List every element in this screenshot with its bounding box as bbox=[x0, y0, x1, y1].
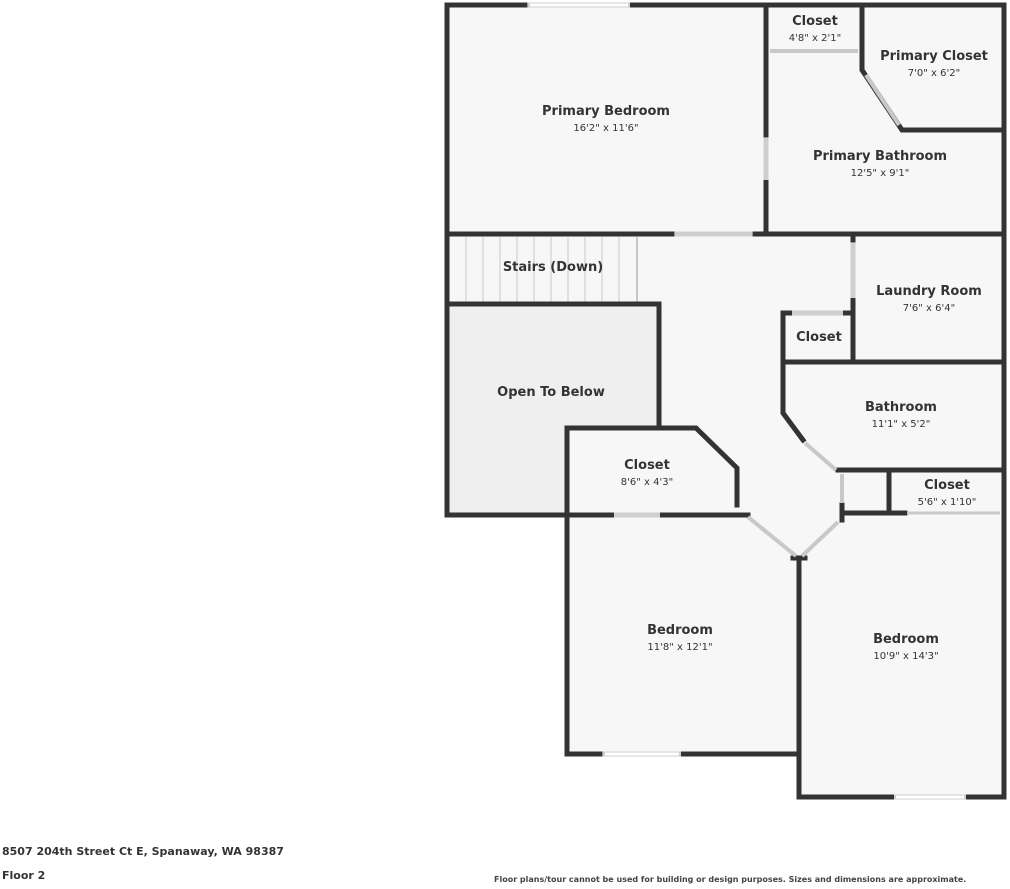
stairs-treads bbox=[465, 237, 638, 302]
room-fills bbox=[447, 6, 1004, 797]
disclaimer-text: Floor plans/tour cannot be used for buil… bbox=[494, 875, 967, 884]
bedroom-left-area bbox=[567, 428, 799, 754]
door-bedroom-right bbox=[800, 520, 840, 558]
primary-bedroom-area bbox=[447, 6, 766, 234]
room-label-closet-right: Closet bbox=[924, 478, 970, 493]
room-dim-primary-bathroom: 12'5" x 9'1" bbox=[851, 168, 910, 179]
room-label-stairs: Stairs (Down) bbox=[503, 260, 603, 275]
room-dim-primary-bedroom: 16'2" x 11'6" bbox=[573, 123, 638, 134]
room-label-closet-middle: Closet bbox=[624, 458, 670, 473]
property-address: 8507 204th Street Ct E, Spanaway, WA 983… bbox=[2, 845, 284, 858]
room-dim-bathroom: 11'1" x 5'2" bbox=[872, 419, 931, 430]
room-dim-closet-right: 5'6" x 1'10" bbox=[918, 497, 977, 508]
room-dim-closet-top: 4'8" x 2'1" bbox=[789, 33, 841, 44]
walls bbox=[444, 2, 1007, 800]
room-label-laundry-room: Laundry Room bbox=[876, 284, 982, 299]
room-label-bedroom-left: Bedroom bbox=[647, 623, 713, 638]
floor-label: Floor 2 bbox=[2, 869, 46, 882]
room-label-primary-bedroom: Primary Bedroom bbox=[542, 104, 670, 119]
room-label-bathroom: Bathroom bbox=[865, 400, 937, 415]
room-labels: Primary Bedroom 16'2" x 11'6" Closet 4'8… bbox=[497, 14, 988, 662]
door-bedroom-left bbox=[746, 515, 798, 558]
room-label-primary-closet: Primary Closet bbox=[880, 49, 988, 64]
room-dim-closet-middle: 8'6" x 4'3" bbox=[621, 477, 673, 488]
room-dim-bedroom-left: 11'8" x 12'1" bbox=[647, 642, 712, 653]
room-label-primary-bathroom: Primary Bathroom bbox=[813, 149, 947, 164]
door-primary-closet bbox=[864, 73, 901, 127]
room-label-closet-small: Closet bbox=[796, 330, 842, 345]
room-dim-bedroom-right: 10'9" x 14'3" bbox=[873, 651, 938, 662]
room-label-bedroom-right: Bedroom bbox=[873, 632, 939, 647]
primary-bath-area bbox=[766, 6, 1004, 234]
room-dim-laundry-room: 7'6" x 6'4" bbox=[903, 303, 955, 314]
room-dim-primary-closet: 7'0" x 6'2" bbox=[908, 68, 960, 79]
room-label-closet-top: Closet bbox=[792, 14, 838, 29]
room-label-open-to-below: Open To Below bbox=[497, 385, 605, 400]
door-bathroom bbox=[803, 441, 838, 472]
openings bbox=[528, 2, 1000, 800]
